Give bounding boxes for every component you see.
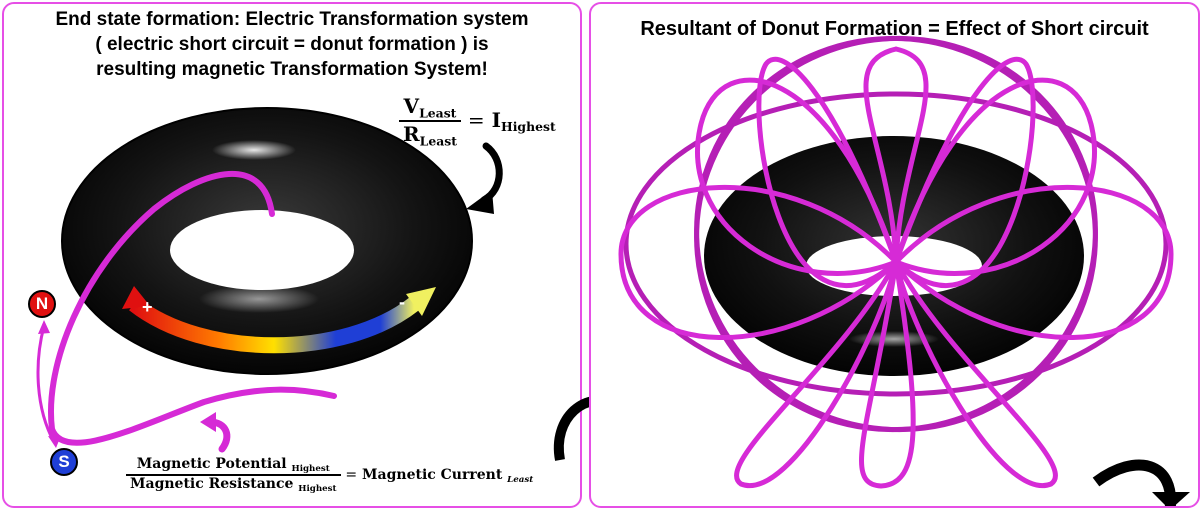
minus-sign: - [399,292,405,312]
voltage-resistance-equation: VLeast RLeast = IHighest [399,94,556,149]
eq-magnetic-current-sub: Least [507,475,534,486]
left-title-line-2: ( electric short circuit = donut formati… [95,34,489,55]
eq-i: I [491,107,502,132]
magnetic-loop [48,171,337,446]
current-arrow [122,286,436,354]
corner-curved-arrow-icon [1092,459,1190,506]
eq-magnetic-potential: Magnetic Potential [136,456,292,472]
eq-v-sub: Least [419,105,457,121]
eq-r-sub: Least [419,133,457,149]
north-pole-badge: N [28,290,56,318]
eq-magnetic-potential-sub: Highest [291,464,330,475]
left-title-line-1: End state formation: Electric Transforma… [55,9,529,30]
eq-i-sub: Highest [501,119,556,135]
right-field-diagram [618,35,1174,489]
south-pole-badge: S [50,448,78,476]
eq-magnetic-resistance: Magnetic Resistance [130,476,299,493]
field-loops-back [623,35,1169,433]
magnetic-current-equation: Magnetic Potential Highest Magnetic Resi… [126,456,533,494]
eq-magnetic-resistance-sub: Highest [298,484,337,495]
top-arrow-head [466,190,494,214]
eq-v: V [403,94,420,118]
right-title: Resultant of Donut Formation = Effect of… [640,18,1149,40]
left-torus-diagram [36,107,503,453]
eq-magnetic-current: Magnetic Current [362,467,508,484]
field-loops-front [618,46,1174,489]
right-panel: Resultant of Donut Formation = Effect of… [589,2,1200,508]
left-title-line-3: resulting magnetic Transformation System… [96,59,488,80]
pole-double-arrow [36,325,56,443]
eq-r: R [403,122,420,147]
plus-sign: + [142,297,153,317]
left-panel: End state formation: Electric Transforma… [2,2,582,508]
torus [61,107,473,375]
